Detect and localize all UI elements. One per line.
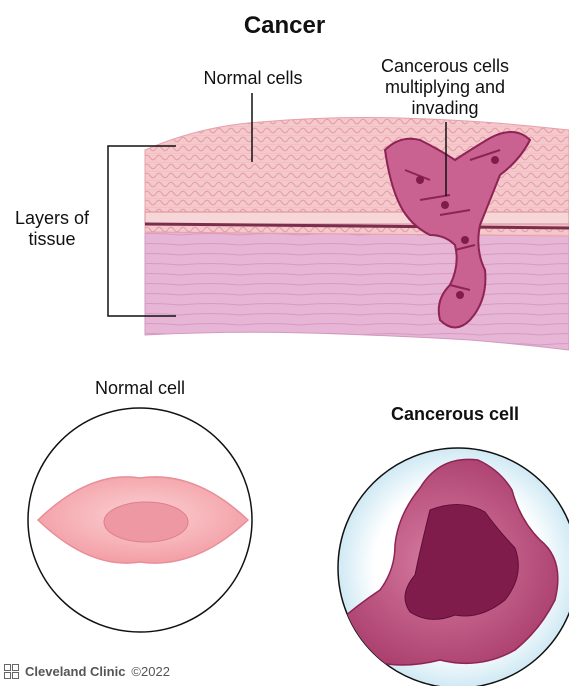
footer: Cleveland Clinic ©2022 <box>4 664 170 679</box>
footer-brand: Cleveland Clinic <box>25 664 125 679</box>
normal-cell-nucleus <box>104 502 188 542</box>
cancerous-cells-label: Cancerous cells multiplying and invading <box>360 56 530 119</box>
footer-copyright: ©2022 <box>131 664 170 679</box>
connective-tissue-layer <box>145 228 569 350</box>
basal-cell-row <box>145 212 569 224</box>
normal-cell-label: Normal cell <box>60 378 220 399</box>
normal-cells-label: Normal cells <box>178 68 328 89</box>
cancerous-cell-label: Cancerous cell <box>370 404 540 425</box>
cleveland-clinic-logo-icon <box>4 664 19 679</box>
layers-label: Layers of tissue <box>4 208 100 250</box>
